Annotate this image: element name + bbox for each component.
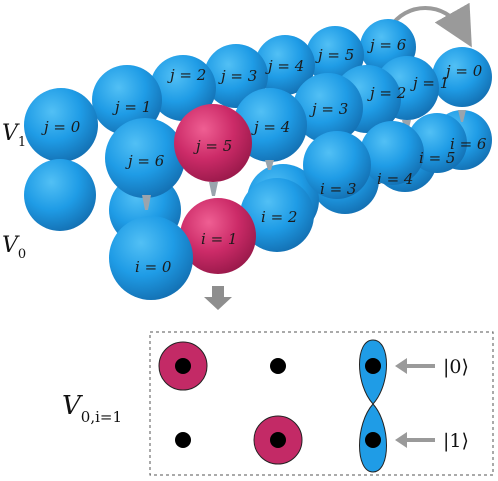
label-upper-back-1: j = 2 — [167, 66, 206, 84]
atom-dot — [365, 432, 381, 448]
ket-arrow-1 — [395, 432, 435, 448]
ket-0-label: |0⟩ — [443, 356, 469, 378]
label-upper-front-5: j = 2 — [367, 84, 406, 102]
label-upper-front-0: j = 0 — [41, 118, 81, 136]
label-upper-front-1: j = 6 — [125, 152, 165, 170]
highlight-ball-j5 — [174, 104, 252, 182]
label-lower-0: i = 0 — [135, 258, 172, 276]
label-upper-back-3: j = 4 — [265, 57, 304, 75]
ket-1-label: |1⟩ — [443, 430, 469, 452]
upper-layer-front-row — [24, 47, 492, 198]
atom-dot — [270, 432, 286, 448]
label-lower-4: i = 4 — [377, 170, 413, 188]
label-upper-back-2: j = 3 — [218, 67, 257, 85]
atom-dot — [175, 358, 191, 374]
label-lower-2: i = 2 — [261, 208, 297, 226]
label-upper-front-7: j = 0 — [443, 62, 483, 80]
atom-dot — [270, 358, 286, 374]
atom-dot — [175, 432, 191, 448]
layer-label-upper: V1 — [2, 121, 26, 150]
label-lower-6: i = 6 — [450, 135, 487, 153]
label-upper-back-4: j = 5 — [315, 46, 354, 64]
ket-arrow-0 — [395, 358, 435, 374]
label-upper-front-3: j = 4 — [251, 118, 290, 136]
label-upper-back-5: j = 6 — [367, 36, 407, 54]
upper-layer-back-row — [92, 19, 416, 135]
down-arrow-icon — [204, 286, 232, 310]
label-upper-front-6: j = 1 — [410, 74, 449, 92]
label-upper-back-0: j = 1 — [112, 98, 151, 116]
atom-dot — [365, 358, 381, 374]
label-lower-3: i = 3 — [320, 180, 356, 198]
lower-layer-front-row — [24, 113, 467, 300]
inset-label: V0,i=1 — [62, 391, 122, 426]
label-lower-1: i = 1 — [201, 230, 237, 248]
highlight-ball-i1 — [180, 198, 256, 274]
inset-box — [149, 331, 494, 476]
label-upper-front-4: j = 3 — [309, 100, 348, 118]
label-upper-front-2: j = 5 — [193, 137, 232, 155]
layer-label-lower: V0 — [2, 233, 26, 262]
label-lower-5: i = 5 — [419, 149, 455, 167]
